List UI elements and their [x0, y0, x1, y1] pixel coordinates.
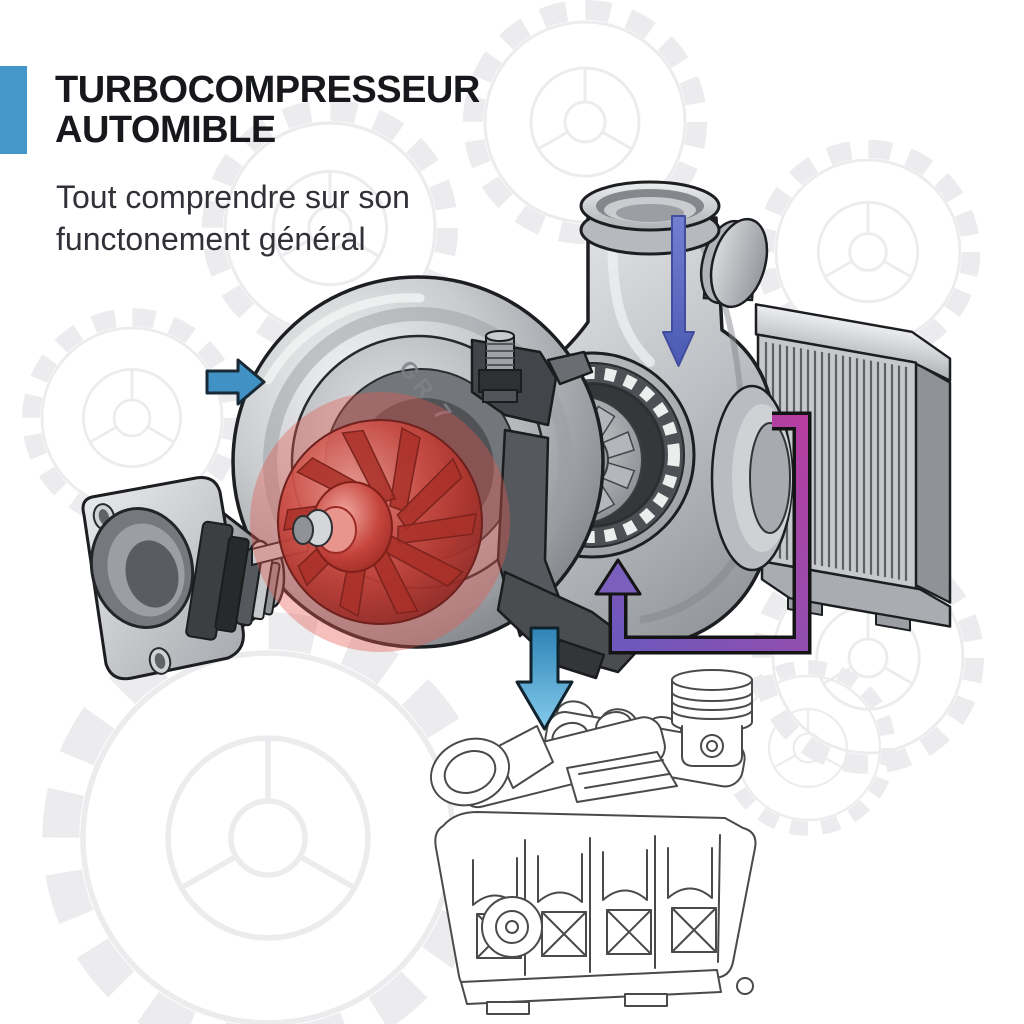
engine-feed-arrow-icon: [515, 626, 574, 731]
stud-bolt: [478, 330, 522, 403]
page-subtitle-line1: Tout comprendre sur son: [56, 179, 410, 215]
page-subtitle-line2: functonement général: [56, 221, 366, 258]
outlet-flow-arrow-icon: [662, 215, 695, 367]
center-housing: [470, 330, 642, 680]
diffuser-rings: [710, 384, 794, 572]
page-title-line1: TURBOCOMPRESSEUR: [55, 69, 480, 111]
boost-pipe-arrowhead: [594, 558, 642, 596]
piston: [671, 669, 753, 767]
outlet-pipe-rim: [579, 180, 721, 256]
shaft-bearing-stack: [185, 520, 281, 641]
compressor-wheel: [250, 392, 510, 652]
engine-block: [430, 700, 757, 1015]
page-title: TURBOCOMPRESSEUR AUTOMIBLE: [55, 70, 615, 151]
boost-pipe: [594, 411, 812, 655]
title-accent-bar: [0, 66, 27, 154]
page-subtitle: Tout comprendre sur son functonement gén…: [56, 176, 576, 260]
page-title-line2: AUTOMIBLE: [55, 109, 276, 152]
intake-arrow-icon: [205, 358, 266, 406]
outlet-side-stub: [699, 217, 769, 309]
